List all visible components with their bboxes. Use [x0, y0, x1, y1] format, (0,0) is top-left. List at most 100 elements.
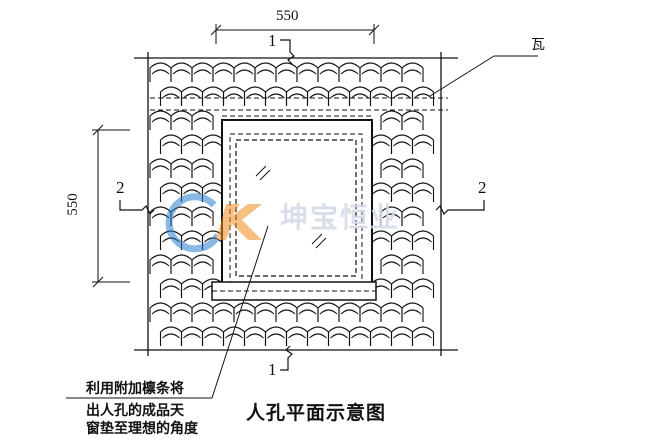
roof-tile — [275, 302, 298, 322]
roof-tile — [390, 326, 414, 346]
roof-tile — [222, 86, 246, 106]
roof-tile — [159, 326, 183, 346]
section-mark-left — [119, 200, 155, 216]
roof-tile — [380, 302, 403, 322]
section-mark-top — [280, 39, 295, 65]
roof-tile — [401, 110, 424, 130]
roof-tile — [411, 134, 435, 154]
tile-label: 瓦 — [531, 37, 545, 53]
roof-tile — [369, 134, 393, 154]
roof-tile — [159, 278, 183, 298]
roof-tile — [411, 230, 435, 250]
section-mark-top-label: 1 — [268, 31, 277, 50]
roof-tile — [170, 158, 193, 178]
roof-tile — [180, 326, 204, 346]
roof-tile — [180, 134, 204, 154]
roof-tile — [212, 62, 235, 82]
roof-tile — [306, 86, 330, 106]
roof-tile — [401, 62, 424, 82]
roof-tile — [191, 206, 214, 226]
roof-tile — [264, 326, 288, 346]
roof-tile — [201, 134, 225, 154]
roof-tile — [296, 62, 319, 82]
roof-tile — [369, 86, 393, 106]
roof-tile — [201, 86, 225, 106]
roof-tile — [254, 302, 277, 322]
roof-tile — [170, 110, 193, 130]
roof-tile — [243, 86, 267, 106]
roof-tile — [348, 326, 372, 346]
roof-tile — [149, 254, 172, 274]
roof-tile — [411, 278, 435, 298]
note-line-1: 利用附加檩条将 — [86, 381, 184, 397]
note-block: 利用附加檩条将 出人孔的成品天 窗垫至理想的角度 — [86, 380, 198, 438]
roof-tile — [191, 254, 214, 274]
note-line-3: 窗垫至理想的角度 — [86, 421, 198, 437]
roof-tile — [264, 86, 288, 106]
roof-tile — [149, 110, 172, 130]
roof-tile — [191, 110, 214, 130]
roof-tile — [390, 86, 414, 106]
boundary-lines — [134, 52, 458, 356]
roof-tile — [191, 158, 214, 178]
roof-tile — [201, 326, 225, 346]
roof-tile — [306, 326, 330, 346]
roof-tile — [149, 158, 172, 178]
roof-tile — [380, 62, 403, 82]
roof-tile — [359, 62, 382, 82]
roof-tile — [285, 86, 309, 106]
roof-tile — [285, 326, 309, 346]
roof-tile — [338, 62, 361, 82]
roof-tile — [401, 254, 424, 274]
tile-leader — [429, 55, 538, 97]
roof-tile — [317, 302, 340, 322]
roof-tile — [380, 254, 403, 274]
section-mark-bottom — [280, 345, 293, 371]
note-line-2: 出人孔的成品天 — [86, 403, 184, 419]
section-mark-bottom-label: 1 — [268, 360, 277, 379]
glass-mark-1 — [255, 165, 267, 177]
top-battens — [150, 97, 448, 117]
roof-tile — [390, 134, 414, 154]
roof-tile — [191, 302, 214, 322]
roof-tile — [254, 62, 277, 82]
roof-tile — [348, 86, 372, 106]
roof-tile — [411, 86, 435, 106]
diagram-title: 人孔平面示意图 — [246, 402, 387, 424]
roof-tile — [401, 302, 424, 322]
roof-tile — [212, 302, 235, 322]
roof-tile — [411, 182, 435, 202]
top-dimension — [210, 24, 380, 44]
roof-tile — [275, 62, 298, 82]
roof-tile — [390, 278, 414, 298]
roof-tile — [359, 302, 382, 322]
roof-tile — [401, 158, 424, 178]
dimension-left-label: 550 — [64, 193, 81, 216]
roof-tile — [317, 62, 340, 82]
section-mark-right — [435, 200, 485, 216]
roof-tile — [369, 326, 393, 346]
roof-tile — [159, 134, 183, 154]
roof-tile — [296, 302, 319, 322]
roof-tile — [380, 158, 403, 178]
roof-tiles — [149, 62, 435, 346]
note-leader — [66, 225, 269, 399]
roof-tile — [411, 326, 435, 346]
roof-tile — [327, 86, 351, 106]
roof-tile — [180, 278, 204, 298]
roof-tile — [149, 302, 172, 322]
roof-tile — [191, 62, 214, 82]
watermark-text: 坤宝恒业 — [280, 201, 401, 234]
watermark-logo — [165, 193, 262, 253]
left-dimension — [92, 124, 130, 288]
roof-tile — [327, 326, 351, 346]
roof-tile — [180, 86, 204, 106]
roof-tile — [243, 326, 267, 346]
roof-tile — [233, 62, 256, 82]
roof-tile — [338, 302, 361, 322]
dimension-top-label: 550 — [276, 8, 299, 24]
roof-tile — [401, 206, 424, 226]
glass-mark-2 — [311, 233, 323, 245]
